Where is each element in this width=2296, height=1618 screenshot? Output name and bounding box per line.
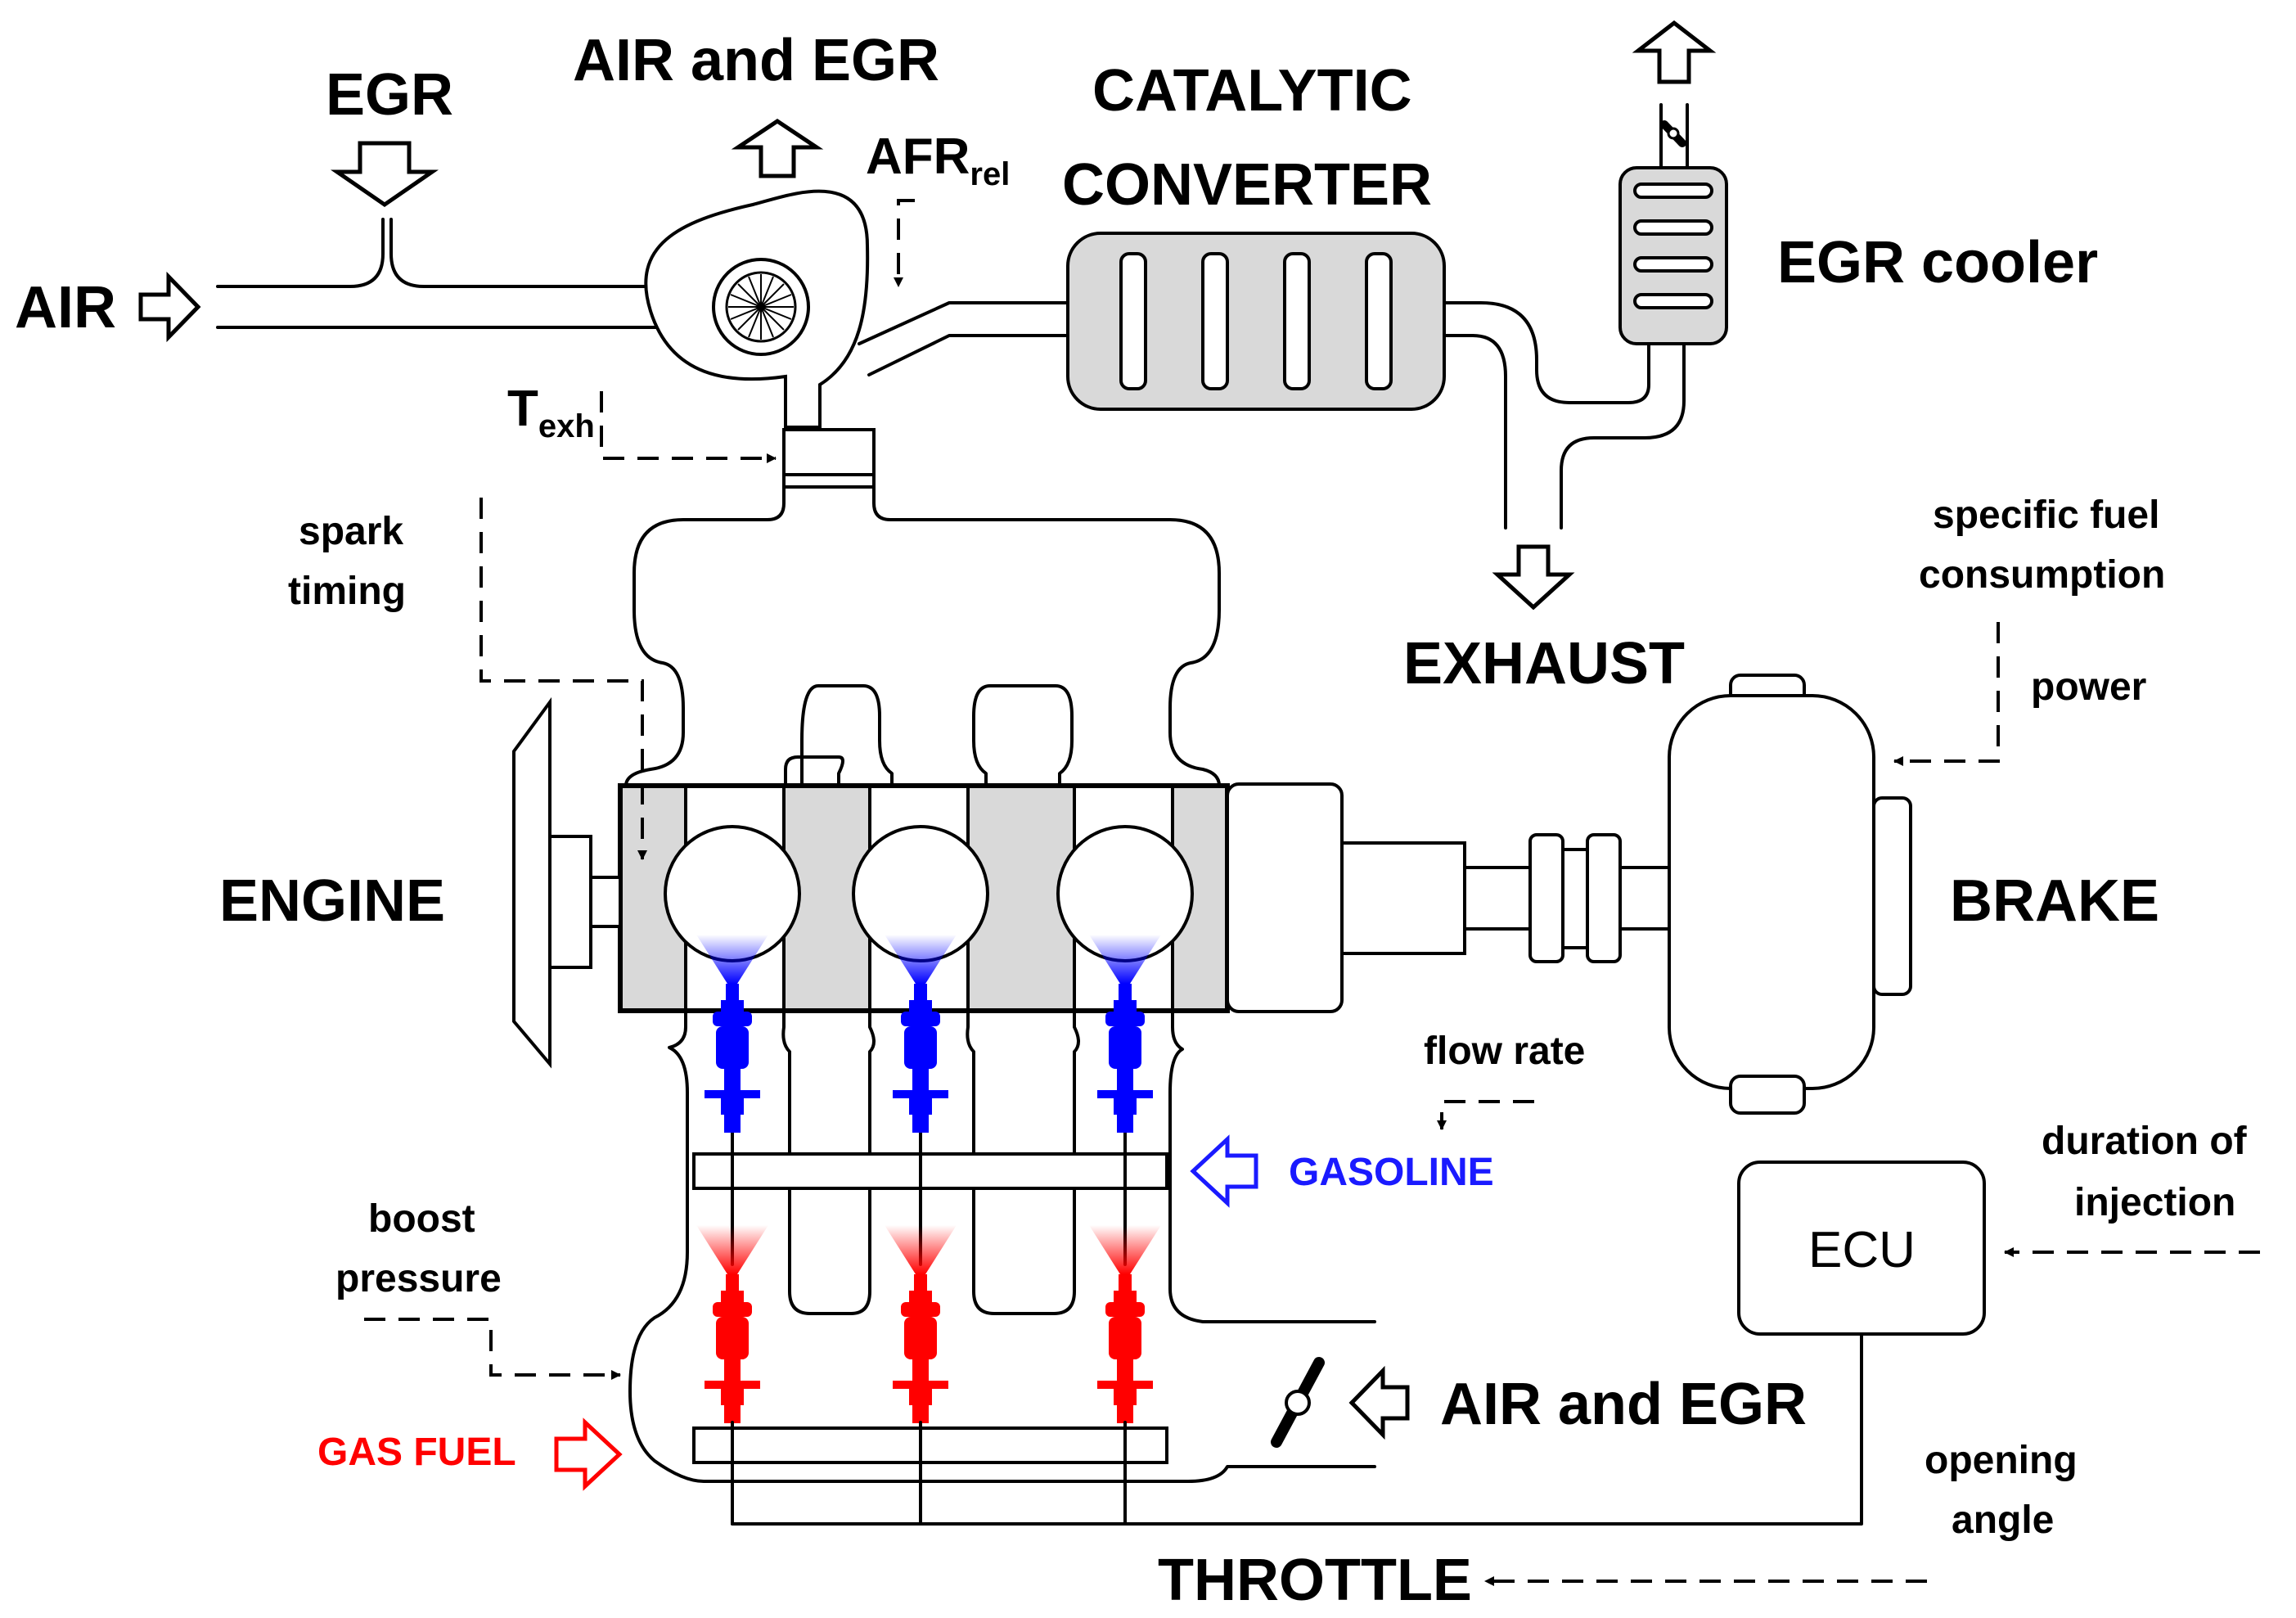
throttle-label: THROTTLE [1158, 1548, 1472, 1613]
brake-dynamometer [1668, 674, 1912, 1115]
egr-valve [1660, 120, 1686, 147]
egr-inlet-arrow [330, 141, 439, 208]
air-egr-bottom-label: AIR and EGR [1440, 1372, 1807, 1437]
exhaust-manifold [624, 485, 1221, 787]
egr-cooler-outlet-arrow [1632, 20, 1717, 84]
t-exh-dashed-pointer [600, 391, 777, 463]
spark-label-1: spark [299, 510, 403, 553]
boost-label-2: pressure [335, 1257, 502, 1300]
exhaust-runner-1 [784, 755, 844, 787]
intake-runner-2 [966, 1009, 1080, 1315]
exhaust-label: EXHAUST [1403, 631, 1685, 696]
air-inlet-label: AIR [15, 275, 116, 340]
air-inlet-arrow [138, 271, 201, 343]
engine-label: ENGINE [219, 868, 445, 934]
throttle-valve [1271, 1357, 1325, 1448]
spark-label-2: timing [288, 570, 406, 613]
flow-rate-dashed-pointer [1437, 1100, 1534, 1130]
spark-dashed-pointer [479, 498, 647, 860]
turbo-outlet-pipe [858, 301, 1069, 345]
ecu-label: ECU [1808, 1222, 1916, 1278]
opening-label-2: angle [1952, 1499, 2054, 1542]
duration-label-2: injection [2074, 1181, 2235, 1224]
sfc-power-dashed-pointer [1893, 622, 2000, 766]
brake-label: BRAKE [1950, 868, 2159, 934]
egr-inlet-label: EGR [326, 62, 453, 128]
intake-pipe [216, 218, 671, 329]
gasoline-label: GASOLINE [1289, 1151, 1494, 1194]
duration-label-1: duration of [2042, 1120, 2248, 1163]
power-label: power [2031, 665, 2146, 709]
boost-label-1: boost [368, 1197, 475, 1241]
opening-label-1: opening [1925, 1439, 2078, 1482]
flow-rate-label: flow rate [1424, 1030, 1585, 1073]
drive-shaft [1226, 782, 1671, 1013]
exhaust-runner-2 [972, 684, 1074, 787]
gas-fuel-label: GAS FUEL [317, 1431, 516, 1474]
intake-runner-1 [781, 1009, 876, 1315]
sfc-label-2: consumption [1919, 553, 2165, 597]
exhaust-arrow [1492, 544, 1575, 611]
boost-dashed-pointer [364, 1318, 621, 1380]
air-egr-outlet-arrow [731, 118, 824, 178]
air-egr-top-label: AIR and EGR [573, 28, 939, 93]
sfc-label-1: specific fuel [1933, 494, 2159, 537]
afr-dashed-pointer [894, 199, 915, 287]
afr-label: AFRrel [866, 128, 1010, 192]
exhaust-piping [1443, 301, 1686, 530]
catalytic-label-1: CATALYTIC [1092, 58, 1412, 124]
turbocharger [644, 189, 870, 429]
egr-cooler-label: EGR cooler [1777, 230, 2098, 295]
turbo-flange [782, 428, 876, 489]
egr-cooler [1618, 103, 1728, 345]
catalytic-converter [1066, 232, 1446, 411]
air-egr-inlet-arrow-bottom [1348, 1365, 1410, 1440]
t-exh-label: Texh [507, 381, 595, 444]
intake-manifold [628, 1009, 1376, 1483]
gasoline-fuel-rail [692, 1152, 1168, 1190]
gas-fuel-injector-2 [885, 1225, 957, 1423]
gas-fuel-inlet-arrow [554, 1417, 623, 1491]
ecu-box [1737, 1161, 1986, 1336]
engine-fan [512, 696, 622, 1069]
gas-fuel-injector-1 [696, 1225, 768, 1423]
gasoline-inlet-arrow [1190, 1134, 1258, 1208]
gas-fuel-rail [692, 1426, 1168, 1464]
gas-fuel-injector-3 [1089, 1225, 1161, 1423]
ecu-control-wiring [731, 1332, 1863, 1526]
catalytic-label-2: CONVERTER [1062, 152, 1432, 218]
